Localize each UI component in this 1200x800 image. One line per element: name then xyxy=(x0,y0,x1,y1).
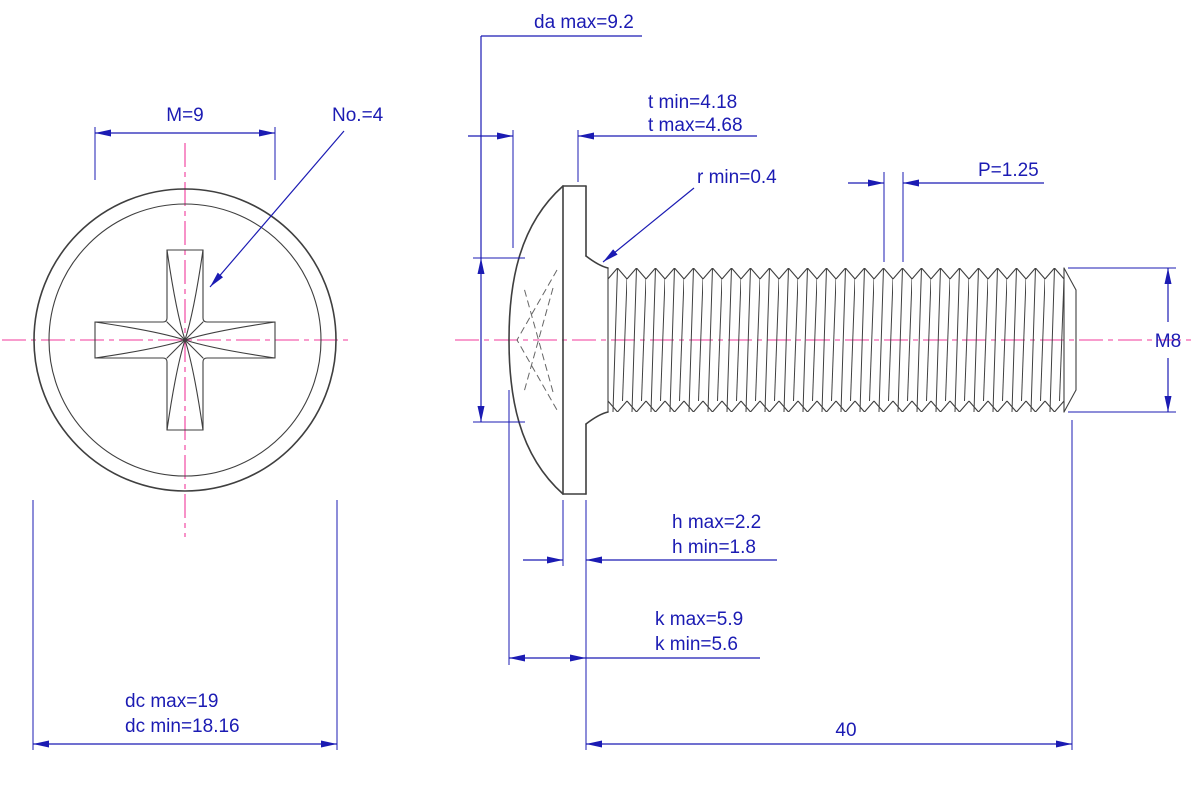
dimension-pitch: P=1.25 xyxy=(848,160,1044,262)
r-min-leader xyxy=(602,187,695,263)
dim-label-t-max: t max=4.68 xyxy=(648,115,743,136)
dimension-k: k max=5.9 k min=5.6 xyxy=(508,390,760,750)
dimension-thread: M8 xyxy=(1068,267,1181,413)
fillet-top xyxy=(585,255,609,269)
dim-label-head-dia-max: dc max=19 xyxy=(125,691,218,712)
thread-end-chamfer xyxy=(1063,267,1077,413)
head-outer-circle xyxy=(33,188,337,492)
head-dome-profile xyxy=(508,185,564,495)
dimension-h: h max=2.2 h min=1.8 xyxy=(523,500,777,566)
phillips-recess-flanks xyxy=(94,249,276,431)
dim-label-r-min: r min=0.4 xyxy=(697,167,777,188)
dim-label-da-max: da max=9.2 xyxy=(534,12,634,33)
dim-label-length: 40 xyxy=(835,720,856,741)
fillet-bottom xyxy=(585,411,609,425)
dimension-t: t min=4.18 t max=4.68 xyxy=(468,92,757,248)
side-view xyxy=(508,185,1077,495)
threaded-shank xyxy=(608,268,1064,412)
driver-number-leader xyxy=(209,130,345,288)
dim-label-k-max: k max=5.9 xyxy=(655,609,743,630)
dim-label-head-dia-min: dc min=18.16 xyxy=(125,716,240,737)
dim-label-h-max: h max=2.2 xyxy=(672,512,761,533)
dimension-recess-size: M=9 xyxy=(94,105,276,180)
dim-label-k-min: k min=5.6 xyxy=(655,634,738,655)
dim-label-thread: M8 xyxy=(1155,331,1181,352)
dimension-da: da max=9.2 xyxy=(473,12,642,423)
head-inner-circle xyxy=(48,203,322,477)
dim-label-pitch: P=1.25 xyxy=(978,160,1039,181)
dim-label-h-min: h min=1.8 xyxy=(672,537,756,558)
dim-label-driver-number: No.=4 xyxy=(332,105,384,126)
front-view xyxy=(33,188,337,492)
dimension-driver-number: No.=4 xyxy=(209,105,384,288)
hidden-recess-lines xyxy=(516,269,558,411)
dim-label-recess-size: M=9 xyxy=(166,105,204,126)
dim-label-t-min: t min=4.18 xyxy=(648,92,737,113)
dimension-r: r min=0.4 xyxy=(602,167,777,263)
dimension-head-diameter: dc max=19 dc min=18.16 xyxy=(32,500,338,750)
dimension-length: 40 xyxy=(586,420,1073,750)
